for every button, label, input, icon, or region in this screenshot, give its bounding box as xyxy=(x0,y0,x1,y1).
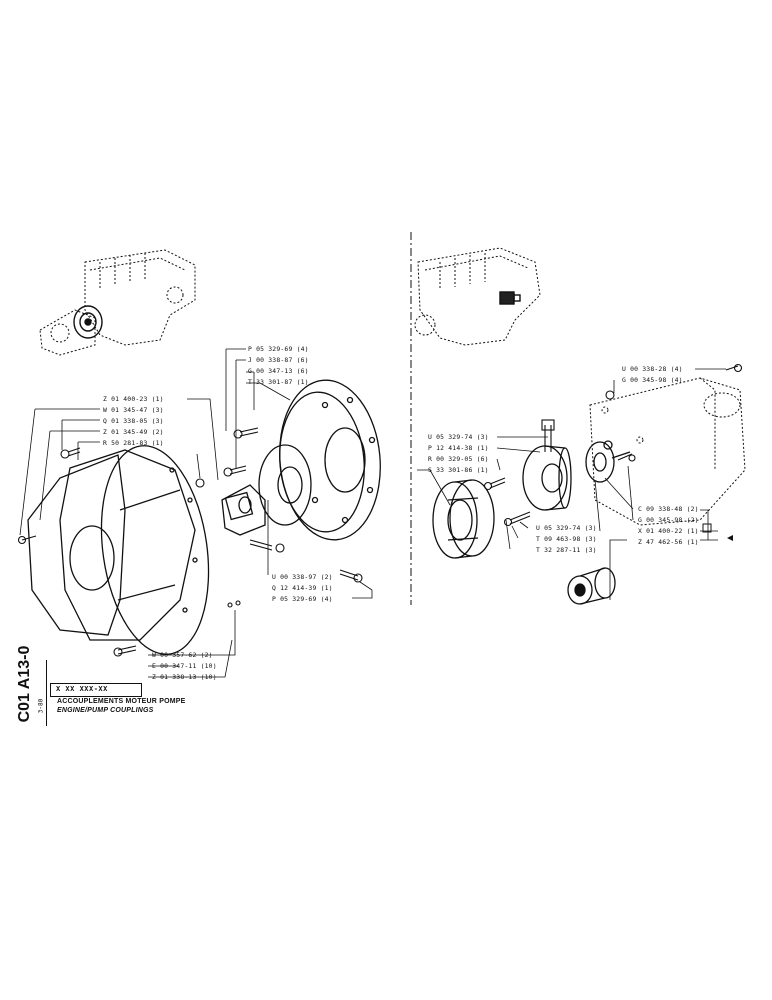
title-english: ENGINE/PUMP COUPLINGS xyxy=(57,707,154,714)
part-label: C 09 338-48 (2) xyxy=(638,505,699,513)
part-label: U 05 329-74 (3) xyxy=(536,524,597,532)
part-label: W 01 345-47 (3) xyxy=(103,406,164,414)
part-label: T 09 463-98 (3) xyxy=(536,535,597,543)
leaders-right xyxy=(417,368,726,600)
part-label: Q 12 414-39 (1) xyxy=(272,584,333,592)
part-label: U 05 329-74 (3) xyxy=(428,433,489,441)
arrow-markers xyxy=(702,523,733,541)
part-label: S 33 301-86 (1) xyxy=(428,466,489,474)
bell-housing xyxy=(27,445,210,655)
part-label: Z 01 345-49 (2) xyxy=(103,428,164,436)
part-label: J 00 338-87 (6) xyxy=(248,356,309,364)
sleeve-right xyxy=(567,567,616,605)
part-label: E 00 347-11 (10) xyxy=(152,662,217,670)
part-label: T 33 301-87 (1) xyxy=(248,378,309,386)
part-label: G 00 347-13 (6) xyxy=(248,367,309,375)
title-french: ACCOUPLEMENTS MOTEUR POMPE xyxy=(57,698,186,705)
part-label: X 01 400-22 (1) xyxy=(638,527,699,535)
flywheel-flange xyxy=(279,379,381,541)
title-block-divider xyxy=(46,660,47,726)
drawing-date: 3-80 xyxy=(37,698,45,714)
part-label: G 00 345-98 (2) xyxy=(638,516,699,524)
part-label: Z 01 338-13 (10) xyxy=(152,673,217,681)
part-label: P 05 329-69 (4) xyxy=(272,595,333,603)
part-label: W 00 357-62 (2) xyxy=(152,651,213,659)
reference-box: X XX XXX-XX xyxy=(50,683,142,697)
screws-right xyxy=(483,363,743,527)
part-label: P 05 329-69 (4) xyxy=(248,345,309,353)
part-label: P 12 414-38 (1) xyxy=(428,444,489,452)
part-label: G 00 345-98 (4) xyxy=(622,376,683,384)
coupling-hub-right xyxy=(585,440,631,483)
part-label: T 32 287-11 (3) xyxy=(536,546,597,554)
engine-sketch-left xyxy=(39,249,196,356)
coupling-disc-right xyxy=(522,445,572,511)
coupling-hub-left xyxy=(221,444,312,536)
part-label: Z 01 400-23 (1) xyxy=(103,395,164,403)
drawing-code: C01 A13-0 xyxy=(16,645,33,723)
coupling-on-engine-left xyxy=(73,305,103,339)
part-label: R 00 329-05 (6) xyxy=(428,455,489,463)
engine-sketch-right xyxy=(414,247,541,346)
pump-on-engine-right xyxy=(499,291,521,305)
pulley-right xyxy=(432,479,495,559)
screws-left xyxy=(17,427,363,657)
part-label: U 00 338-97 (2) xyxy=(272,573,333,581)
leaders-left xyxy=(19,348,373,678)
pump-housing-right xyxy=(589,377,746,526)
part-label: Z 47 462-56 (1) xyxy=(638,538,699,546)
part-label: R 50 281-83 (1) xyxy=(103,439,164,447)
part-label: Q 01 338-05 (3) xyxy=(103,417,164,425)
part-label: U 00 338-28 (4) xyxy=(622,365,683,373)
